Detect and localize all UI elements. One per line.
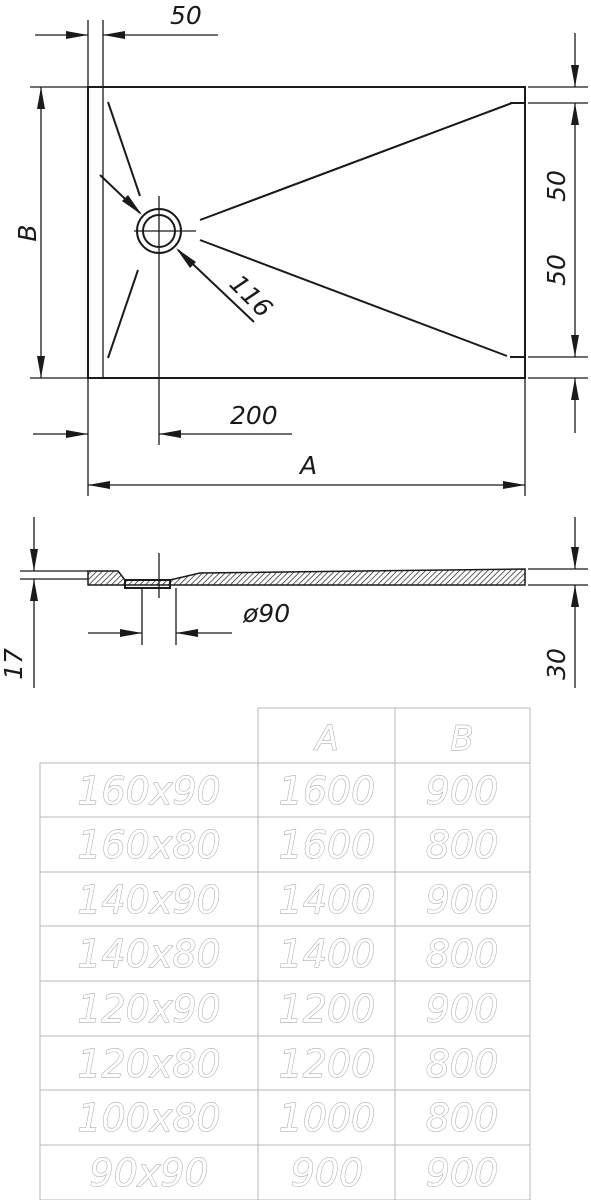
arrow-icon: [571, 585, 579, 607]
table-cell-size: 90x90: [89, 1151, 208, 1195]
dim-label-a: A: [298, 451, 317, 480]
table-row: 100x80 1000 800: [77, 1096, 499, 1141]
table-cell-a: 1200: [279, 1042, 376, 1086]
arrow-icon: [571, 65, 579, 87]
tray-section: [87, 568, 526, 586]
arrow-icon: [66, 31, 88, 39]
dim-label-drain-diameter: ø90: [242, 599, 290, 628]
table-cell-a: 1200: [279, 987, 376, 1031]
arrow-icon: [30, 579, 38, 601]
slope-line: [199, 102, 513, 221]
table-row: 120x90 1200 900: [77, 987, 499, 1032]
top-view: 50 B A 200 116 50 50: [13, 1, 588, 496]
table-row: 90x90 900 900: [89, 1151, 499, 1196]
dim-label-b: B: [13, 224, 42, 241]
table-cell-a: 1600: [279, 823, 376, 867]
dim-label-height-right: 30: [542, 648, 571, 680]
drain-icon: [134, 196, 196, 445]
slope-line: [107, 269, 139, 359]
side-view: ø90 17 30: [0, 517, 588, 688]
table-cell-size: 140x90: [77, 878, 220, 922]
drain-section: [124, 579, 171, 589]
dim-label-offset-top: 50: [170, 1, 202, 30]
table-row: 140x90 1400 900: [77, 878, 499, 923]
dim-label-right-top: 50: [542, 170, 571, 202]
arrow-icon: [571, 547, 579, 569]
table-header-a: A: [313, 719, 338, 759]
table-row: 160x80 1600 800: [77, 823, 499, 868]
table-row: 160x90 1600 900: [77, 769, 499, 814]
table-cell-b: 800: [426, 1042, 499, 1086]
arrow-icon: [571, 103, 579, 125]
table-header-b: B: [450, 719, 473, 759]
table-cell-a: 1400: [279, 932, 376, 976]
table-cell-b: 900: [426, 878, 499, 922]
arrow-icon: [159, 430, 181, 438]
arrow-icon: [37, 356, 45, 378]
arrow-icon: [176, 629, 198, 637]
tray-outline: [87, 86, 526, 379]
table-row: 120x80 1200 800: [77, 1042, 499, 1087]
arrow-icon: [503, 481, 525, 489]
size-table: A B 160x90 1600 900 160x80 1600 800 140x…: [39, 707, 531, 1200]
table-cell-size: 140x80: [77, 932, 220, 976]
table-cell-a: 900: [291, 1151, 364, 1195]
table-cell-a: 1000: [279, 1096, 376, 1140]
dim-label-drain-size: 116: [224, 269, 278, 323]
table-cell-b: 900: [426, 769, 499, 813]
table-cell-b: 800: [426, 1096, 499, 1140]
arrow-icon: [120, 629, 142, 637]
arrow-icon: [88, 481, 110, 489]
table-cell-a: 1400: [279, 878, 376, 922]
table-cell-size: 120x80: [77, 1042, 220, 1086]
slope-line: [107, 101, 141, 197]
arrow-icon: [37, 87, 45, 109]
table-header-row: [257, 707, 531, 764]
table-cell-b: 800: [426, 932, 499, 976]
table-cell-b: 800: [426, 823, 499, 867]
table-cell-size: 160x80: [77, 823, 220, 867]
table-cell-b: 900: [426, 987, 499, 1031]
arrow-icon: [30, 549, 38, 571]
arrow-icon: [571, 335, 579, 357]
arrow-icon: [571, 378, 579, 400]
arrow-icon: [122, 195, 142, 215]
table-cell-a: 1600: [279, 769, 376, 813]
arrow-icon: [176, 248, 196, 268]
arrow-icon: [103, 31, 125, 39]
arrow-icon: [66, 430, 88, 438]
table-cell-size: 100x80: [77, 1096, 220, 1140]
dim-label-drain-offset: 200: [230, 401, 278, 430]
table-cell-b: 900: [426, 1151, 499, 1195]
table-row: 140x80 1400 800: [77, 932, 499, 977]
dim-label-right-bottom: 50: [542, 254, 571, 286]
dim-label-height-left: 17: [0, 648, 28, 680]
table-cell-size: 120x90: [77, 987, 220, 1031]
slope-line: [199, 239, 508, 357]
table-cell-size: 160x90: [77, 769, 220, 813]
